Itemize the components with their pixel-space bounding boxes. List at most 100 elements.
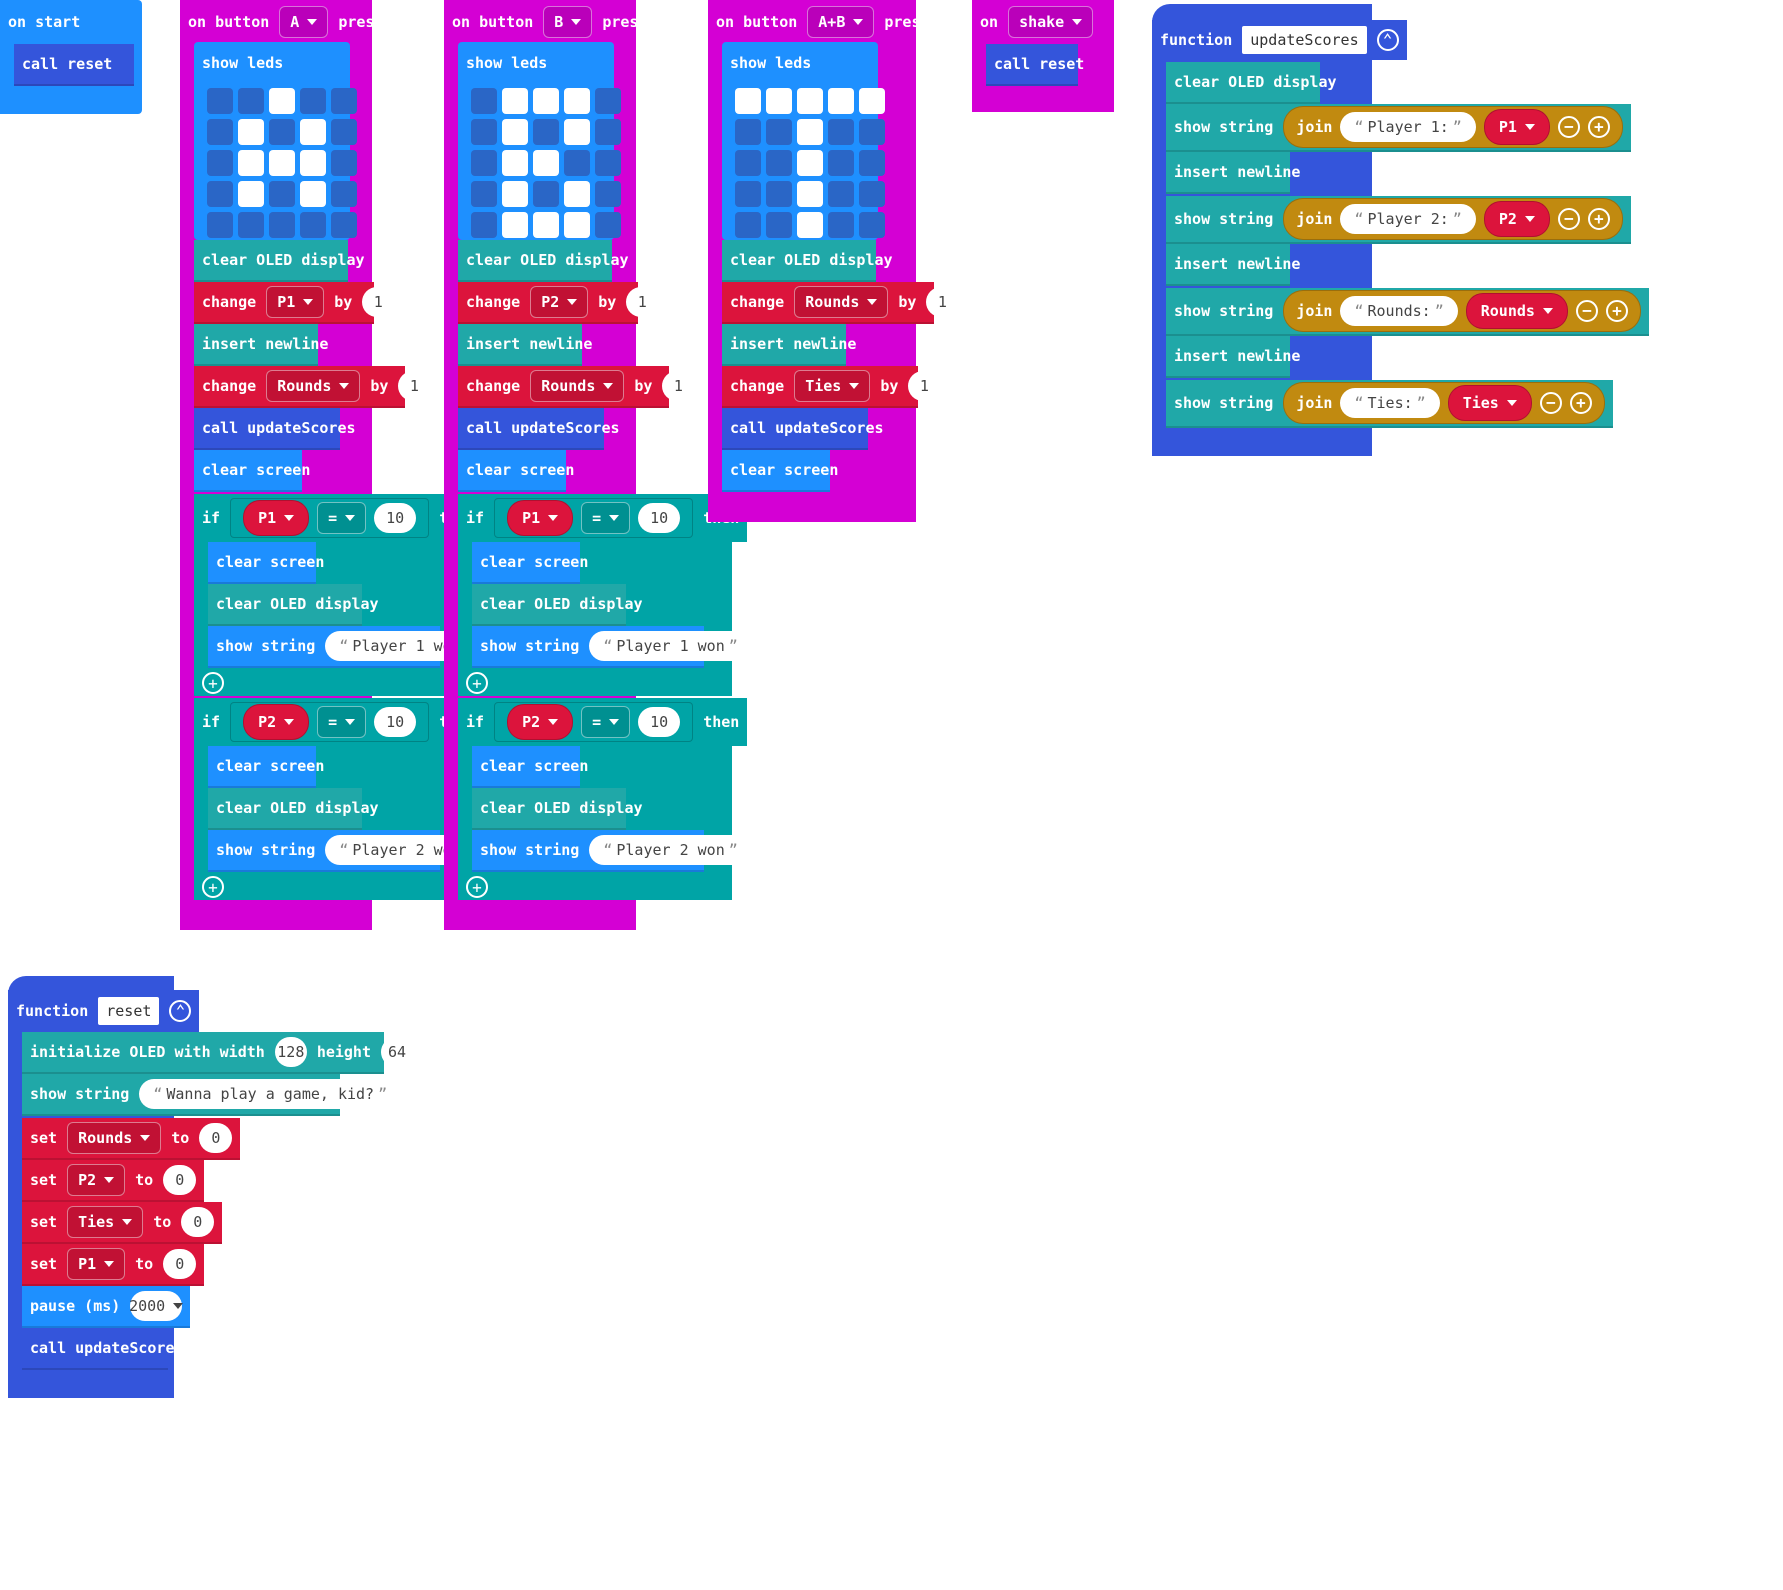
chevron-up-icon[interactable]: ⌃	[1376, 29, 1399, 51]
variable-dropdown[interactable]: Rounds	[530, 370, 625, 402]
insert-newline-block[interactable]: insert newline	[722, 324, 856, 366]
led-cell[interactable]	[502, 150, 528, 176]
variable-reporter[interactable]: P1	[507, 500, 574, 536]
if-block-p2[interactable]: if P2 = 10 then clear screen clear OLED …	[458, 698, 752, 900]
led-cell[interactable]	[300, 88, 326, 114]
clear-oled-block[interactable]: clear OLED display	[208, 788, 379, 830]
clear-screen-block[interactable]: clear screen	[208, 542, 324, 584]
led-cell[interactable]	[331, 212, 357, 238]
variable-reporter[interactable]: Ties	[1447, 385, 1532, 421]
variable-dropdown[interactable]: P2	[67, 1164, 126, 1196]
led-cell[interactable]	[269, 119, 295, 145]
led-cell[interactable]	[300, 119, 326, 145]
show-string-join-block[interactable]: show stringjoinTies:Ties−+	[1166, 380, 1613, 428]
call-reset-block[interactable]: call reset	[14, 44, 134, 86]
add-else-icon[interactable]: +	[202, 876, 224, 898]
variable-dropdown[interactable]: P2	[530, 286, 589, 318]
function-name-input[interactable]: reset	[98, 997, 160, 1025]
show-string-join-block[interactable]: show stringjoinPlayer 2:P2−+	[1166, 196, 1631, 244]
led-cell[interactable]	[766, 181, 792, 207]
clear-oled-block[interactable]: clear OLED display	[458, 240, 629, 282]
join-block[interactable]: joinRounds:Rounds−+	[1283, 290, 1641, 332]
operator-dropdown[interactable]: =	[317, 706, 367, 738]
show-string-block[interactable]: show string Player 2 won	[472, 830, 752, 872]
led-cell[interactable]	[735, 88, 761, 114]
number-input[interactable]: 1	[662, 371, 695, 401]
led-cell[interactable]	[797, 88, 823, 114]
call-update-scores-block[interactable]: call updateScores	[458, 408, 620, 450]
string-input[interactable]: Ties:	[1340, 388, 1440, 418]
call-update-scores-block[interactable]: call updateScores	[722, 408, 884, 450]
insert-newline-block[interactable]: insert newline	[1166, 152, 1300, 194]
plus-icon[interactable]: +	[1605, 300, 1628, 322]
call-update-scores-block[interactable]: call updateScores	[194, 408, 356, 450]
led-cell[interactable]	[533, 119, 559, 145]
if-block-p1[interactable]: if P1 = 10 then clear screen clear OLED …	[194, 494, 444, 696]
led-cell[interactable]	[300, 212, 326, 238]
led-cell[interactable]	[766, 88, 792, 114]
change-ties-block[interactable]: change Ties by 1	[722, 366, 941, 408]
show-string-join-block[interactable]: show stringjoinRounds:Rounds−+	[1166, 288, 1649, 336]
clear-oled-block[interactable]: clear OLED display	[472, 788, 643, 830]
show-string-join-block[interactable]: show stringjoinPlayer 1:P1−+	[1166, 104, 1631, 152]
clear-screen-block[interactable]: clear screen	[208, 746, 324, 788]
pause-block[interactable]: pause (ms) 2000	[22, 1286, 190, 1328]
number-input[interactable]: 1	[362, 287, 395, 317]
led-cell[interactable]	[300, 181, 326, 207]
string-input[interactable]: Player 2:	[1340, 204, 1476, 234]
show-string-block[interactable]: show string Wanna play a game, kid?	[22, 1074, 402, 1116]
on-start-hat[interactable]: on start	[0, 4, 89, 40]
led-cell[interactable]	[238, 88, 264, 114]
on-button-b-hat[interactable]: on button B pressed	[444, 4, 666, 40]
led-cell[interactable]	[238, 212, 264, 238]
number-input[interactable]: 0	[163, 1249, 197, 1279]
led-cell[interactable]	[207, 212, 233, 238]
led-matrix[interactable]	[207, 88, 357, 238]
add-else-icon[interactable]: +	[466, 876, 488, 898]
insert-newline-block[interactable]: insert newline	[194, 324, 328, 366]
led-cell[interactable]	[766, 150, 792, 176]
led-cell[interactable]	[859, 150, 885, 176]
string-input[interactable]: Player 1 won	[325, 631, 444, 661]
led-cell[interactable]	[269, 88, 295, 114]
variable-reporter[interactable]: Rounds	[1465, 293, 1568, 329]
clear-oled-block[interactable]: clear OLED display	[472, 584, 643, 626]
clear-oled-block[interactable]: clear OLED display	[208, 584, 379, 626]
minus-icon[interactable]: −	[1539, 392, 1562, 414]
led-cell[interactable]	[828, 150, 854, 176]
variable-reporter[interactable]: P1	[1483, 109, 1550, 145]
pause-dropdown[interactable]: 2000	[129, 1291, 184, 1321]
number-input[interactable]: 0	[199, 1123, 233, 1153]
insert-newline-block[interactable]: insert newline	[1166, 336, 1300, 378]
show-string-block[interactable]: show string Player 1 won	[208, 626, 444, 668]
function-update-scores-hat[interactable]: function updateScores ⌃	[1152, 20, 1407, 60]
led-cell[interactable]	[471, 150, 497, 176]
clear-oled-block[interactable]: clear OLED display	[194, 240, 365, 282]
led-cell[interactable]	[735, 150, 761, 176]
led-cell[interactable]	[859, 119, 885, 145]
led-cell[interactable]	[331, 88, 357, 114]
led-cell[interactable]	[859, 88, 885, 114]
led-cell[interactable]	[331, 119, 357, 145]
compare-block[interactable]: P1 = 10	[494, 498, 694, 538]
width-input[interactable]: 128	[274, 1037, 307, 1067]
function-reset-hat[interactable]: function reset ⌃	[8, 990, 200, 1032]
on-button-a-hat[interactable]: on button A pressed	[180, 4, 402, 40]
led-cell[interactable]	[797, 119, 823, 145]
string-input[interactable]: Player 2 won	[589, 835, 752, 865]
string-input[interactable]: Rounds:	[1340, 296, 1458, 326]
led-cell[interactable]	[564, 119, 590, 145]
height-input[interactable]: 64	[381, 1037, 413, 1067]
number-input[interactable]: 10	[638, 503, 681, 533]
clear-oled-block[interactable]: clear OLED display	[722, 240, 893, 282]
if-block-p1[interactable]: if P1 = 10 then clear screen clear OLED …	[458, 494, 752, 696]
insert-newline-block[interactable]: insert newline	[458, 324, 592, 366]
on-button-ab-hat[interactable]: on button A+B pressed	[708, 4, 948, 40]
led-cell[interactable]	[828, 88, 854, 114]
string-input[interactable]: Player 1:	[1340, 112, 1476, 142]
led-cell[interactable]	[595, 119, 621, 145]
led-matrix[interactable]	[735, 88, 885, 238]
